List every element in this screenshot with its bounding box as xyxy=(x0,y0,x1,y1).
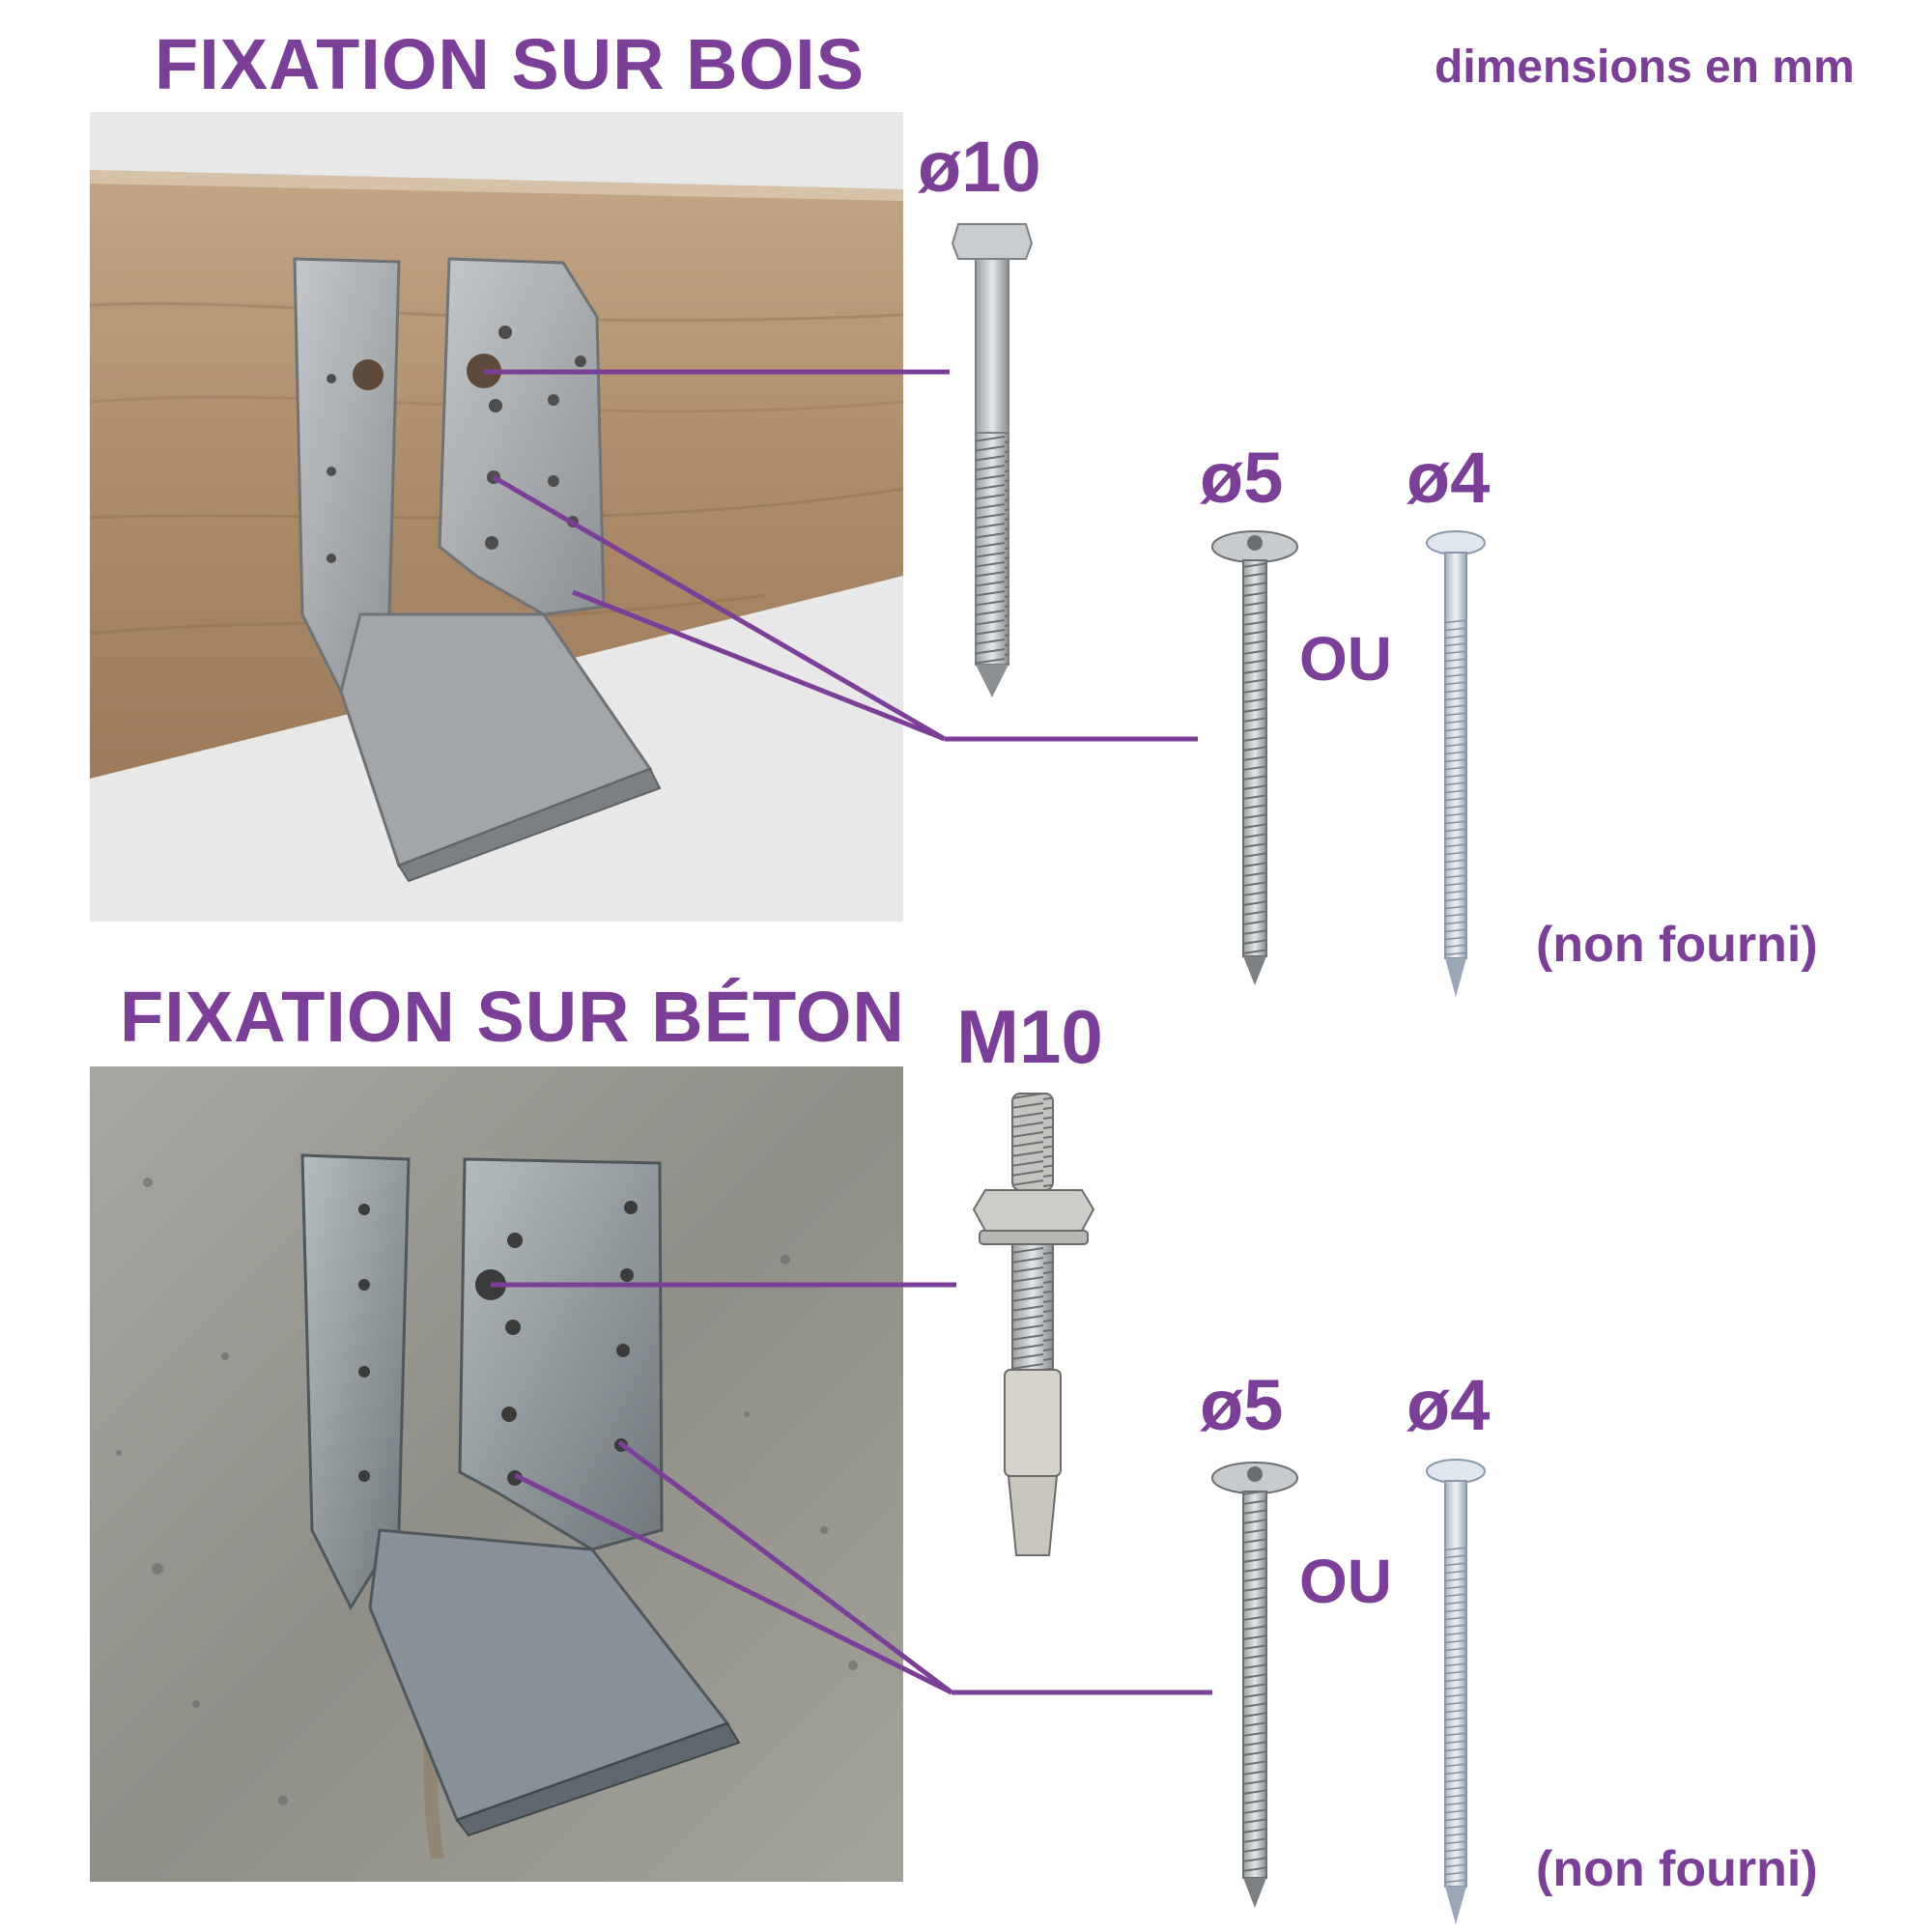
concrete-or-label: OU xyxy=(1299,1547,1392,1616)
joist-hanger-wood xyxy=(293,257,662,883)
concrete-screw xyxy=(1211,1462,1298,1908)
concrete-leader-lines xyxy=(491,1282,1212,1695)
wood-or-label: OU xyxy=(1299,624,1392,694)
units-note: dimensions en mm xyxy=(1435,42,1855,93)
concrete-not-supplied-note: (non fourni) xyxy=(1536,1841,1818,1897)
wood-screw-diameter-label: ø5 xyxy=(1200,438,1284,518)
concrete-screw-diameter-label: ø5 xyxy=(1200,1365,1284,1445)
lag-bolt xyxy=(951,223,1034,697)
concrete-section-title: FIXATION SUR BÉTON xyxy=(120,977,905,1057)
concrete-nail-diameter-label: ø4 xyxy=(1406,1365,1491,1445)
wood-nail-diameter-label: ø4 xyxy=(1406,438,1491,518)
joist-hanger-concrete xyxy=(300,1153,741,1837)
wood-screw xyxy=(1211,530,1298,985)
wood-section-title: FIXATION SUR BOIS xyxy=(155,24,866,104)
wood-not-supplied-note: (non fourni) xyxy=(1536,917,1818,973)
wedge-anchor xyxy=(972,1093,1095,1556)
wood-leader-lines xyxy=(484,369,1198,742)
concrete-nail xyxy=(1426,1459,1486,1924)
concrete-mount-photo xyxy=(90,1066,903,1882)
anchor-size-label: M10 xyxy=(956,994,1103,1079)
lag-bolt-diameter-label: ø10 xyxy=(918,127,1041,207)
wood-mount-photo xyxy=(90,112,903,922)
wood-nail xyxy=(1426,530,1486,997)
